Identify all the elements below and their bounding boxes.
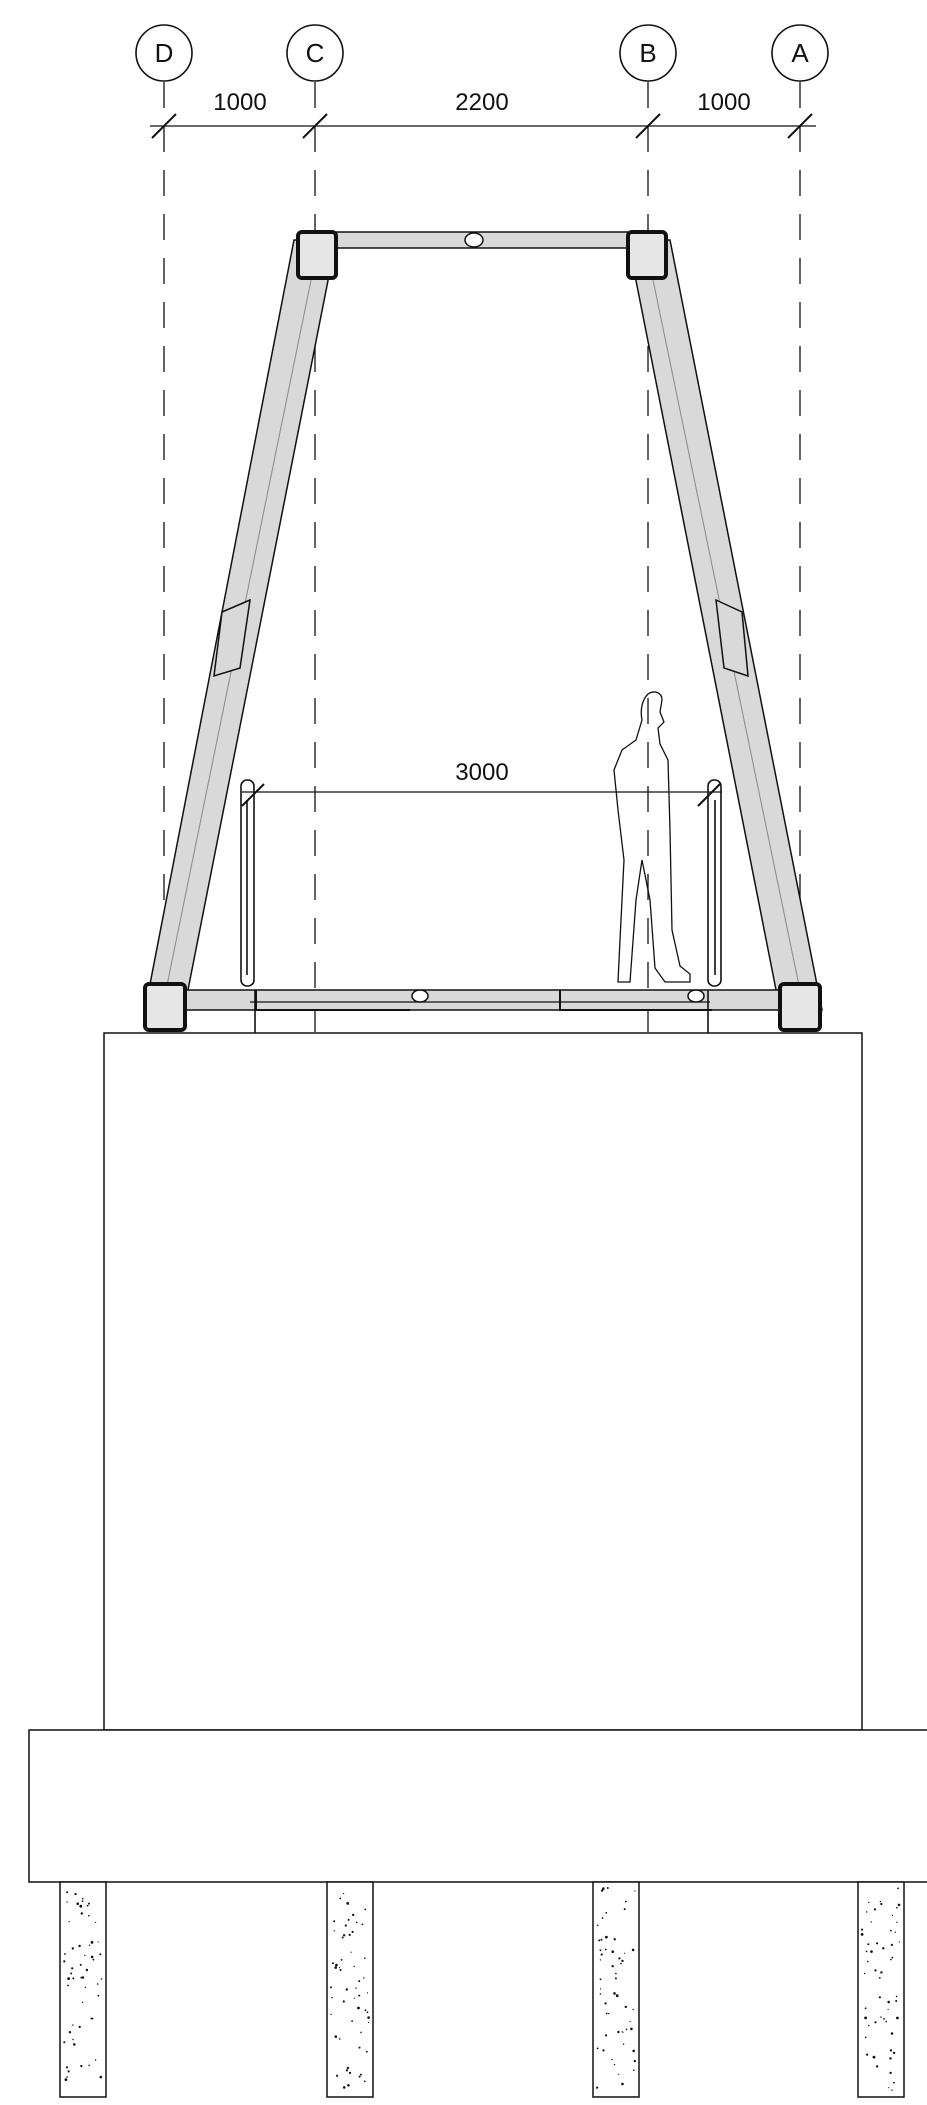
grid-bubbles: D C B A <box>135 24 829 82</box>
piles <box>59 1881 905 2098</box>
pile-4 <box>857 1881 905 2098</box>
node-bottom-left <box>143 982 187 1032</box>
truss-frame <box>144 231 823 1011</box>
grid-bubble-d: D <box>135 24 193 82</box>
pile-2 <box>326 1881 374 2098</box>
pier <box>103 1032 863 1731</box>
grid-label-b: B <box>639 38 656 68</box>
grid-bubble-c: C <box>286 24 344 82</box>
railings <box>240 779 722 1088</box>
pile-3 <box>592 1881 640 2098</box>
grid-label-c: C <box>306 38 325 68</box>
grid-bubble-b: B <box>619 24 677 82</box>
dimension-label-d-c: 1000 <box>213 89 266 116</box>
grid-label-a: A <box>791 38 809 68</box>
person-silhouette <box>613 691 691 983</box>
dimension-label-c-b: 2200 <box>455 89 508 116</box>
pile-1 <box>59 1881 107 2098</box>
left-bracing-plate <box>213 598 251 678</box>
pile-concrete-hatch <box>63 1887 901 2091</box>
node-bottom-right <box>778 982 822 1032</box>
deck-width-label: 3000 <box>455 759 508 786</box>
deck-width-dimension <box>241 783 722 807</box>
grid-bubble-a: A <box>771 24 829 82</box>
right-bracing-plate <box>715 598 749 678</box>
truss-nodes <box>143 230 822 1032</box>
node-top-right <box>626 230 668 280</box>
grid-label-d: D <box>155 38 174 68</box>
grid-lines <box>163 82 801 1195</box>
dimension-label-b-a: 1000 <box>697 89 750 116</box>
pile-cap <box>28 1729 927 1883</box>
top-dimension <box>150 113 816 139</box>
node-top-left <box>296 230 338 280</box>
